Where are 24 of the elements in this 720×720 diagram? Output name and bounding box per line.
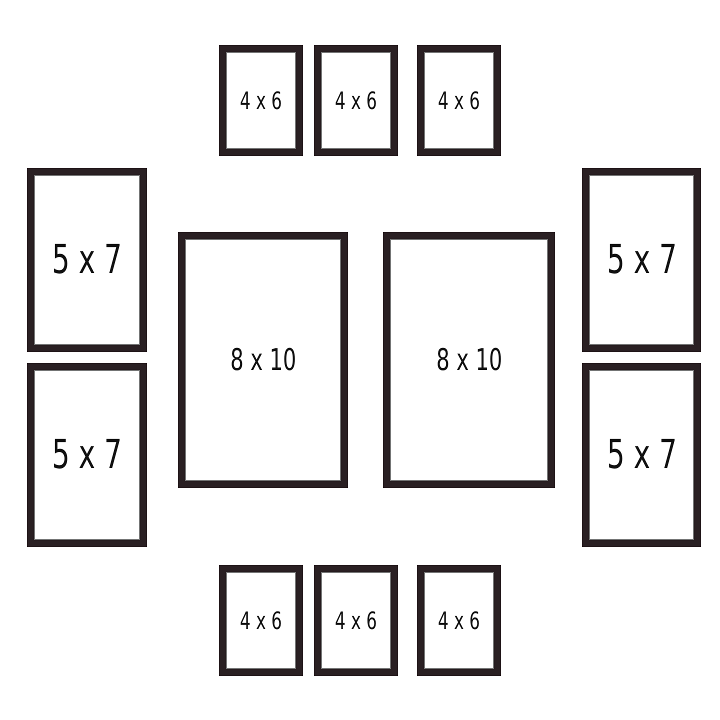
size-label: 4 x 6 <box>438 606 480 634</box>
picture-frame <box>219 45 303 156</box>
size-label: 5 x 7 <box>606 432 677 478</box>
size-label: 4 x 6 <box>438 86 480 114</box>
picture-frame <box>178 232 348 488</box>
size-label: 4 x 6 <box>334 606 378 634</box>
picture-frame <box>582 168 701 352</box>
picture-frame <box>27 363 147 547</box>
size-label: 8 x 10 <box>436 342 502 378</box>
picture-frame <box>219 565 303 676</box>
size-label: 4 x 6 <box>240 606 282 634</box>
picture-frame <box>417 565 501 676</box>
picture-frame <box>582 363 701 547</box>
size-label: 8 x 10 <box>230 342 296 378</box>
size-label: 5 x 7 <box>52 237 122 283</box>
size-label: 4 x 6 <box>240 86 282 114</box>
picture-frame <box>314 45 398 156</box>
size-label: 4 x 6 <box>334 86 378 114</box>
picture-frame <box>383 232 555 488</box>
picture-frame <box>417 45 501 156</box>
picture-frame <box>27 168 147 352</box>
size-label: 5 x 7 <box>52 432 122 478</box>
picture-frame <box>314 565 398 676</box>
size-label: 5 x 7 <box>606 237 677 283</box>
